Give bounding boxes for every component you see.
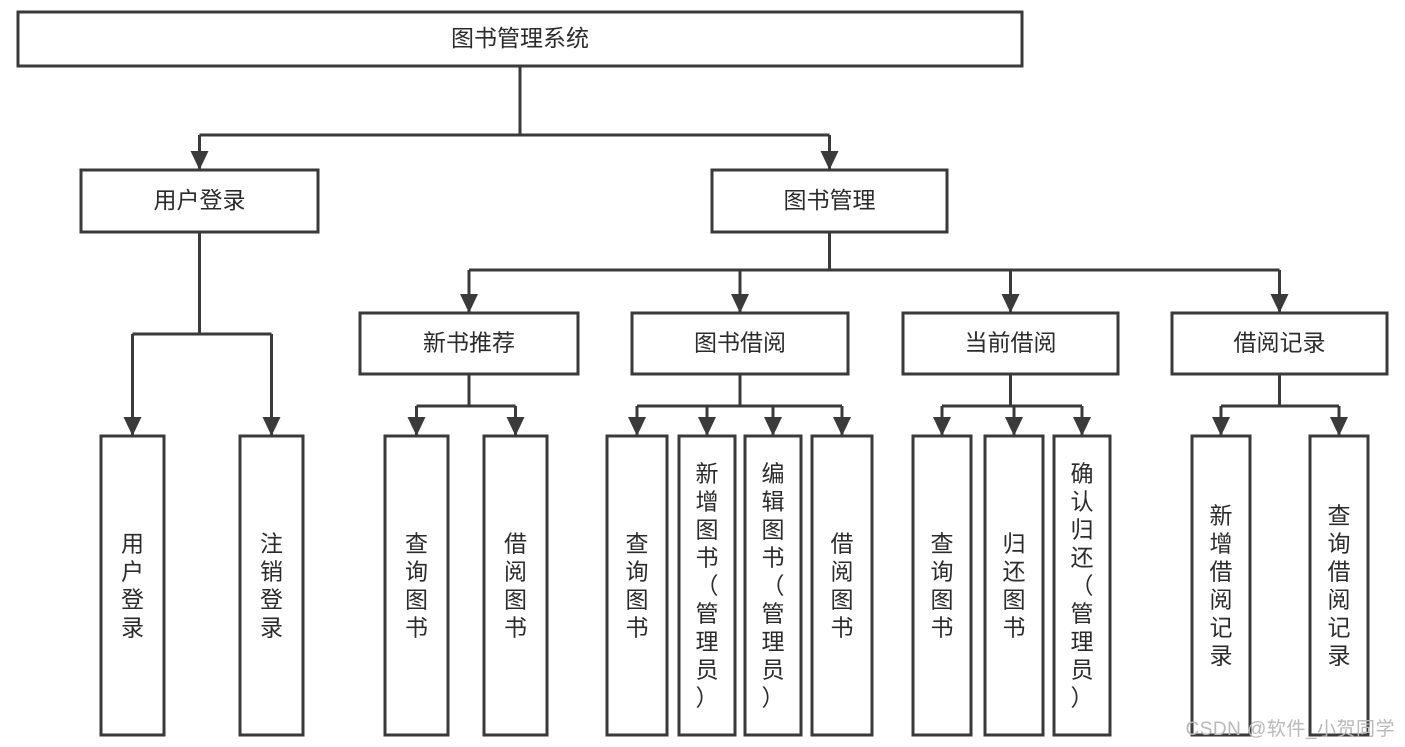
node-label: 查询借阅记录: [1328, 502, 1351, 668]
node-box: [16, 10, 1024, 68]
root-to-level2-arrow-0: [190, 151, 209, 170]
node-box: [677, 434, 737, 737]
node-box: [358, 311, 580, 376]
borrow-to-leaves-arrow-3: [833, 417, 851, 436]
node-label: 编辑图书（管理员）: [762, 460, 785, 710]
node-box: [79, 168, 320, 234]
node-leaf_3[interactable]: 借阅图书: [482, 434, 549, 737]
connector-layer: [123, 66, 1348, 436]
node-label: 图书管理系统: [451, 25, 589, 51]
node-l3_0[interactable]: 新书推荐: [358, 311, 580, 376]
node-label: 新增借阅记录: [1210, 502, 1233, 668]
node-box: [238, 434, 305, 737]
node-box: [901, 311, 1120, 376]
node-box: [1052, 434, 1112, 737]
user-login-to-leaves-arrow-1: [262, 417, 281, 436]
node-leaf_7[interactable]: 借阅图书: [810, 434, 874, 737]
book-mgmt-to-level3-arrow-2: [1001, 294, 1020, 313]
node-box: [1308, 434, 1370, 737]
records-to-leaves-arrow-1: [1330, 417, 1348, 436]
current-borrow-to-leaves-arrow-2: [1073, 417, 1091, 436]
node-label: 借阅图书: [504, 530, 527, 640]
node-label: 借阅图书: [831, 530, 854, 640]
node-label: 查询图书: [626, 530, 649, 640]
node-label: 新书推荐: [423, 330, 515, 356]
node-label: 查询图书: [931, 530, 954, 640]
node-label: 图书借阅: [694, 330, 786, 356]
node-leaf_9[interactable]: 归还图书: [983, 434, 1045, 737]
node-l2_0[interactable]: 用户登录: [79, 168, 320, 234]
node-leaf_2[interactable]: 查询图书: [383, 434, 450, 737]
borrow-to-leaves-arrow-0: [628, 417, 646, 436]
node-label: 当前借阅: [965, 330, 1057, 356]
node-leaf_11[interactable]: 新增借阅记录: [1190, 434, 1252, 737]
node-box: [743, 434, 803, 737]
node-l3_3[interactable]: 借阅记录: [1170, 311, 1389, 376]
user-login-to-leaves-arrow-0: [123, 417, 142, 436]
node-l3_2[interactable]: 当前借阅: [901, 311, 1120, 376]
node-l2_1[interactable]: 图书管理: [710, 168, 949, 234]
node-box: [605, 434, 669, 737]
node-label: 借阅记录: [1234, 330, 1326, 356]
node-leaf_6[interactable]: 编辑图书（管理员）: [743, 434, 803, 737]
node-layer: 图书管理系统用户登录图书管理新书推荐图书借阅当前借阅借阅记录用户登录注销登录查询…: [16, 10, 1389, 737]
book-mgmt-to-level3-arrow-1: [731, 294, 749, 313]
node-label: 注销登录: [260, 530, 283, 640]
node-box: [810, 434, 874, 737]
borrow-to-leaves-arrow-2: [764, 417, 782, 436]
node-box: [1190, 434, 1252, 737]
node-label: 确认归还（管理员）: [1071, 460, 1094, 710]
node-leaf_12[interactable]: 查询借阅记录: [1308, 434, 1370, 737]
node-label: 图书管理: [784, 187, 876, 213]
node-box: [482, 434, 549, 737]
current-borrow-to-leaves-arrow-0: [933, 417, 951, 436]
current-borrow-to-leaves-arrow-1: [1005, 417, 1023, 436]
node-label: 查询图书: [405, 530, 428, 640]
node-root[interactable]: 图书管理系统: [16, 10, 1024, 68]
node-box: [983, 434, 1045, 737]
node-l3_1[interactable]: 图书借阅: [630, 311, 850, 376]
node-leaf_5[interactable]: 新增图书（管理员）: [677, 434, 737, 737]
node-leaf_1[interactable]: 注销登录: [238, 434, 305, 737]
node-leaf_0[interactable]: 用户登录: [99, 434, 166, 737]
node-label: 用户登录: [154, 187, 246, 213]
new-book-to-leaves-arrow-0: [407, 417, 426, 436]
node-box: [710, 168, 949, 234]
node-box: [99, 434, 166, 737]
node-leaf_4[interactable]: 查询图书: [605, 434, 669, 737]
node-box: [630, 311, 850, 376]
book-mgmt-to-level3-arrow-0: [460, 294, 478, 313]
book-mgmt-to-level3-arrow-3: [1270, 294, 1289, 313]
node-leaf_8[interactable]: 查询图书: [911, 434, 973, 737]
node-box: [1170, 311, 1389, 376]
node-label: 用户登录: [121, 530, 144, 640]
node-leaf_10[interactable]: 确认归还（管理员）: [1052, 434, 1112, 737]
node-box: [911, 434, 973, 737]
node-label: 新增图书（管理员）: [696, 460, 719, 710]
records-to-leaves-arrow-0: [1212, 417, 1230, 436]
new-book-to-leaves-arrow-1: [506, 417, 525, 436]
node-label: 归还图书: [1003, 530, 1026, 640]
root-to-level2-arrow-1: [820, 151, 839, 170]
borrow-to-leaves-arrow-1: [698, 417, 716, 436]
node-box: [383, 434, 450, 737]
